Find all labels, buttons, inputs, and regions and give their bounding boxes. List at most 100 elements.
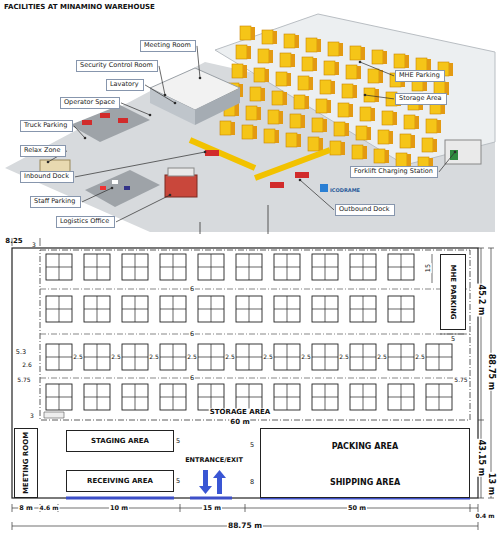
rack-side: [335, 62, 339, 75]
rack: [342, 84, 353, 98]
rack-cell: [426, 344, 452, 370]
rack: [338, 103, 349, 117]
leader-line: [82, 188, 112, 202]
rack: [308, 137, 319, 151]
rack-cell: [274, 344, 300, 370]
rack-cell: [46, 344, 72, 370]
dimension-label: 2.5: [263, 354, 273, 360]
rack-cell: [350, 344, 376, 370]
rack-cell: [388, 384, 414, 410]
callout-label: Staff Parking: [34, 197, 75, 205]
rack-divider: [312, 397, 338, 398]
rack-side: [361, 47, 365, 60]
dimension-label: 88.75 m: [487, 353, 495, 391]
rack-cell: [84, 254, 110, 280]
dimension-label: 50 m: [347, 505, 367, 512]
rack-side: [319, 138, 323, 151]
leader-line: [121, 103, 150, 115]
rack-cell: [388, 344, 414, 370]
car: [100, 186, 106, 190]
leader-dot: [204, 151, 207, 154]
leader-line: [268, 205, 269, 234]
dimension-label: 15: [425, 263, 432, 273]
rack-cell: [236, 384, 262, 410]
rack-divider: [46, 309, 72, 310]
rack-cell: [198, 384, 224, 410]
dimension-label: 2.6: [22, 362, 32, 368]
office-wall: [150, 88, 195, 125]
rack-cell: [274, 254, 300, 280]
rack: [220, 121, 231, 135]
truck: [295, 172, 309, 178]
dimension-label: 45.2 m: [477, 284, 485, 317]
area-box: RECEIVING AREA: [66, 470, 174, 492]
rack: [302, 57, 313, 71]
callout-box: Truck Parking: [20, 120, 73, 132]
dimension-label: 6: [189, 331, 195, 338]
rack: [404, 115, 415, 129]
rack-divider: [84, 397, 110, 398]
rack-side: [273, 31, 277, 44]
stair: [44, 412, 64, 418]
rack-divider: [160, 309, 186, 310]
rack: [232, 64, 243, 78]
rack: [334, 122, 345, 136]
rack: [352, 145, 363, 159]
rack-divider: [426, 397, 452, 398]
rack-cell: [198, 344, 224, 370]
rack-divider: [388, 357, 414, 358]
leader-line: [439, 152, 455, 172]
rack-side: [305, 96, 309, 109]
rack-cell: [198, 254, 224, 280]
rack: [328, 42, 339, 56]
rack-divider: [198, 397, 224, 398]
rack-divider: [236, 309, 262, 310]
rack-side: [243, 65, 247, 78]
leader-dot: [299, 179, 302, 182]
rack-cell: [198, 296, 224, 322]
dimension-label: 10 m: [109, 505, 129, 512]
rack-cell: [350, 254, 376, 280]
callout-box: MHE Parking: [395, 70, 445, 82]
rack-cell: [312, 384, 338, 410]
rack-divider: [160, 267, 186, 268]
rack-divider: [160, 397, 186, 398]
callout-label: Relax Zone: [24, 146, 60, 154]
dimension-label: 8.25: [5, 238, 22, 245]
rack: [364, 88, 375, 102]
callout-label: Outbound Dock: [339, 205, 390, 213]
rack-side: [389, 131, 393, 144]
rack-divider: [236, 357, 262, 358]
rack: [374, 149, 385, 163]
rack-side: [437, 120, 441, 133]
rack-divider: [312, 267, 338, 268]
rack-side: [291, 54, 295, 67]
rack: [312, 118, 323, 132]
rack: [284, 34, 295, 48]
rack: [316, 99, 327, 113]
rack-divider: [46, 357, 72, 358]
callout-box: Lavatory: [106, 79, 144, 91]
leader-line: [74, 126, 85, 138]
rack-side: [301, 115, 305, 128]
truck: [82, 120, 92, 125]
rack-divider: [312, 309, 338, 310]
callout-box: Security Control Room: [76, 60, 158, 72]
rack: [254, 68, 265, 82]
rack-cell: [160, 254, 186, 280]
dimension-label: 2.5: [339, 354, 349, 360]
rack: [368, 69, 379, 83]
rack-side: [341, 142, 345, 155]
charger: [450, 150, 458, 160]
callout-box: Operator Space: [60, 97, 120, 109]
dimension-label: 6: [189, 375, 195, 382]
callout-label: Storage Area: [399, 94, 441, 102]
rack-cell: [84, 344, 110, 370]
rack-divider: [46, 267, 72, 268]
dimension-label: 5: [176, 438, 180, 445]
leader-line: [75, 152, 205, 177]
leader-dot: [364, 94, 367, 97]
dimension-label: 5: [250, 442, 254, 449]
forklift-station: [445, 140, 481, 164]
leader-line: [116, 195, 170, 222]
